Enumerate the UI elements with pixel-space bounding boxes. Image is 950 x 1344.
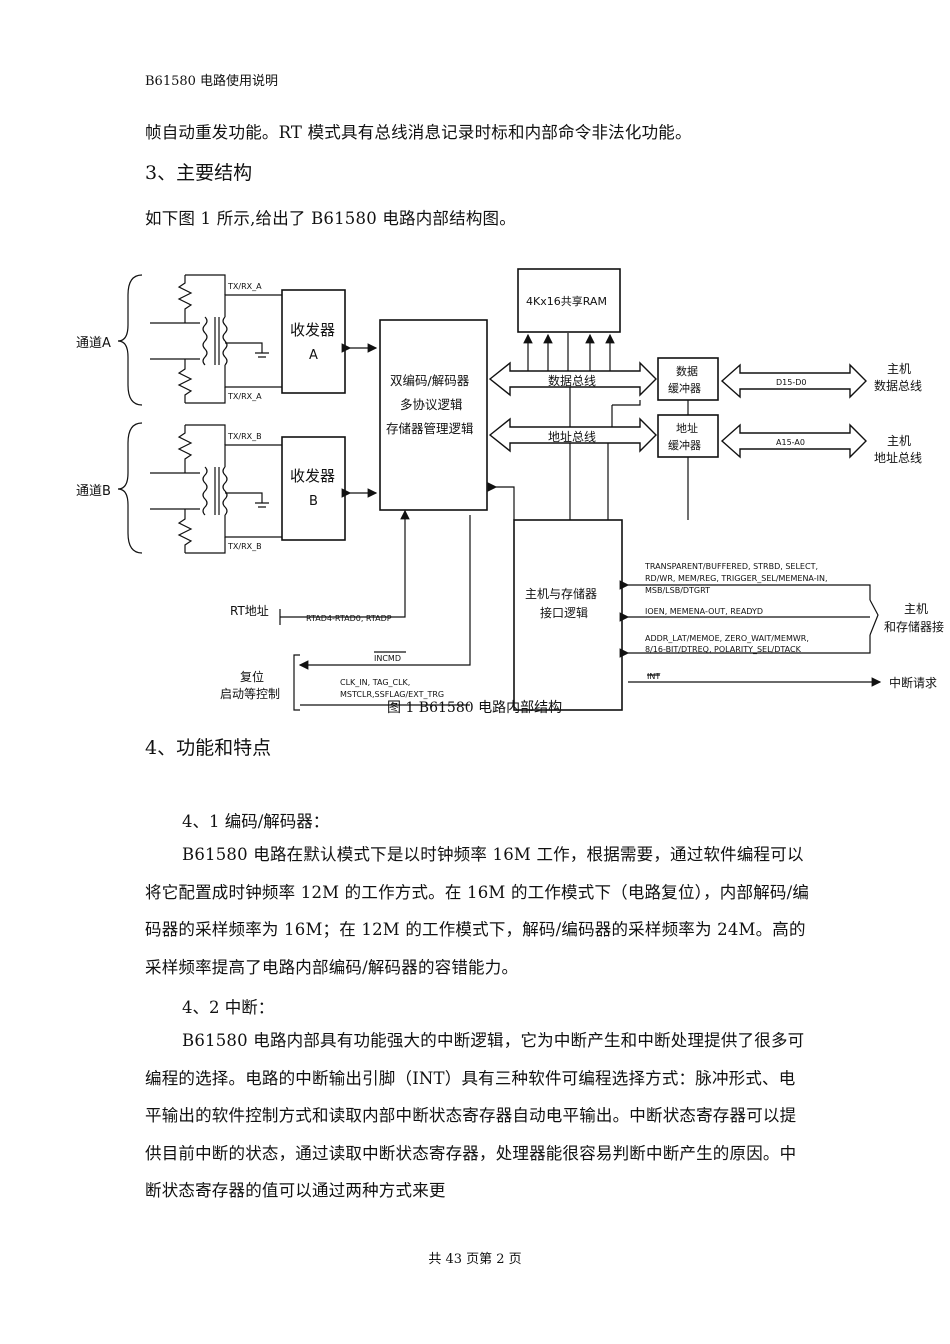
codec-line-2: 多协议逻辑 — [400, 397, 463, 412]
addr-bus-label: 地址总线 — [548, 430, 596, 444]
int-signal-label: INT — [647, 672, 660, 681]
host-memory-label-1: 主机 — [904, 602, 928, 616]
txrx-b-bottom: TX/RX_B — [227, 542, 262, 551]
figure-caption: 图 1 B61580 电路内部结构 — [387, 700, 563, 716]
signal-line-2: RD/WR, MEM/REG, TRIGGER_SEL/MEMENA-IN, — [645, 574, 828, 583]
host-addr-label-2: 地址总线 — [874, 451, 922, 465]
section-3-text: 如下图 1 所示,给出了 B61580 电路内部结构图。 — [145, 209, 516, 228]
channel-b-label: 通道B — [76, 484, 111, 499]
signal-line-1: TRANSPARENT/BUFFERED, STRBD, SELECT, — [644, 562, 818, 571]
codec-line-3: 存储器管理逻辑 — [386, 421, 474, 436]
addr-buffer-label-2: 缓冲器 — [668, 438, 701, 452]
rt-address-signals: RTAD4-RTAD0, RTADP — [306, 614, 392, 623]
subsection-4-2-title: 4、2 中断： — [182, 998, 275, 1017]
block-diagram: 通道A 通道B TX/RX_A TX/RX_A TX/RX_B TX/RX_B … — [76, 268, 944, 711]
txrx-a-top: TX/RX_A — [227, 282, 262, 291]
reset-label-2: 启动等控制 — [220, 687, 280, 701]
txrx-b-top: TX/RX_B — [227, 432, 262, 441]
data-buffer-label-2: 缓冲器 — [668, 381, 701, 395]
host-data-label-2: 数据总线 — [874, 378, 922, 393]
addr-buffer-label-1: 地址 — [676, 421, 698, 435]
shared-ram-label: 4Kx16共享RAM — [526, 294, 607, 308]
transceiver-b-letter: B — [309, 494, 318, 509]
signal-line-4: IOEN, MEMENA-OUT, READYD — [645, 607, 763, 616]
rt-address-label: RT地址 — [230, 604, 269, 618]
data-bus-label: 数据总线 — [548, 373, 596, 388]
signal-line-6: 8/16-BIT/DTREQ, POLARITY_SEL/DTACK — [645, 645, 802, 654]
subsection-4-1-text: B61580 电路在默认模式下是以时钟频率 16M 工作，根据需要，通过软件编程… — [145, 845, 810, 977]
section-4-title: 4、功能和特点 — [145, 737, 272, 759]
host-memory-label-2: 和存储器接 — [884, 619, 944, 634]
addr-pins-label: A15-A0 — [776, 438, 805, 447]
signal-line-3: MSB/LSB/DTGRT — [645, 586, 710, 595]
interrupt-request-label: 中断请求 — [889, 675, 937, 690]
transceiver-b-label: 收发器 — [290, 467, 335, 485]
host-data-label-1: 主机 — [887, 362, 911, 376]
clock-signals-2: MSTCLR,SSFLAG/EXT_TRG — [340, 690, 444, 699]
interface-label-1: 主机与存储器 — [525, 586, 597, 601]
txrx-a-bottom: TX/RX_A — [227, 392, 262, 401]
subsection-4-1-title: 4、1 编码/解码器： — [182, 812, 330, 831]
subsection-4-2-text: B61580 电路内部具有功能强大的中断逻辑，它为中断产生和中断处理提供了很多可… — [145, 1031, 805, 1200]
incmd-signal: INCMD — [374, 654, 401, 663]
interface-label-2: 接口逻辑 — [540, 605, 588, 620]
data-pins-label: D15-D0 — [776, 378, 806, 387]
signal-line-5: ADDR_LAT/MEMOE, ZERO_WAIT/MEMWR, — [645, 634, 809, 643]
transceiver-a-label: 收发器 — [290, 321, 335, 339]
clock-signals-1: CLK_IN, TAG_CLK, — [340, 678, 410, 687]
page-footer: 共 43 页第 2 页 — [428, 1252, 522, 1267]
section-3-title: 3、主要结构 — [145, 162, 253, 184]
transceiver-a-letter: A — [309, 348, 318, 363]
reset-label-1: 复位 — [240, 669, 264, 684]
channel-a-label: 通道A — [76, 336, 111, 351]
codec-line-1: 双编码/解码器 — [390, 373, 470, 388]
intro-paragraph: 帧自动重发功能。RT 模式具有总线消息记录时标和内部命令非法化功能。 — [145, 123, 692, 142]
host-addr-label-1: 主机 — [887, 434, 911, 448]
data-buffer-label-1: 数据 — [676, 364, 698, 378]
page-header: B61580 电路使用说明 — [145, 74, 279, 89]
